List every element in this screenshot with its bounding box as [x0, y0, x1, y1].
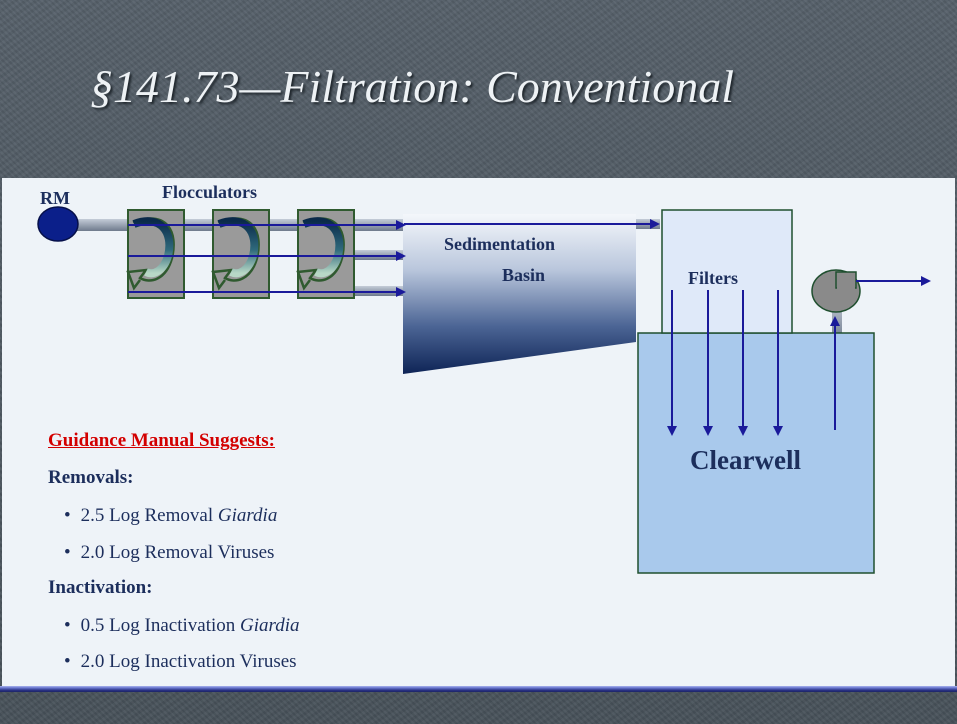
raw-water-source-icon [37, 206, 79, 242]
flocculator-2 [211, 209, 270, 299]
flocculator-3 [296, 209, 355, 299]
basin-label: Basin [502, 265, 546, 285]
removals-heading: Removals: [48, 467, 134, 488]
flocculator-1 [126, 209, 185, 299]
filters-label: Filters [688, 268, 738, 288]
sedimentation-basin [403, 214, 636, 374]
inactivation-heading: Inactivation: [48, 577, 153, 598]
sedimentation-label: Sedimentation [444, 234, 556, 254]
slide-title: §141.73—Filtration: Conventional [90, 61, 734, 112]
bullet-text: 2.0 Log Inactivation Viruses [80, 651, 297, 672]
organism-name: Giardia [217, 505, 278, 526]
bullet-text: 2.0 Log Removal Viruses [80, 542, 275, 563]
guidance-heading: Guidance Manual Suggests: [48, 430, 275, 451]
bullet-text: 2.5 Log Removal [80, 505, 218, 526]
flocculators-label: Flocculators [162, 182, 257, 202]
organism-name: Giardia [240, 615, 300, 636]
flow-arrows [128, 219, 660, 297]
filters-box [661, 209, 793, 334]
bullet-removal-giardia: •2.5 Log Removal Giardia [64, 505, 278, 526]
raw-water-label: RM [40, 188, 70, 208]
bullet-inactivation-giardia: •0.5 Log Inactivation Giardia [64, 615, 300, 636]
pump-icon [811, 269, 861, 313]
bullet-inactivation-viruses: •2.0 Log Inactivation Viruses [64, 651, 297, 672]
bullet-text: 0.5 Log Inactivation [80, 615, 241, 636]
filter-down-arrows [667, 290, 783, 436]
bullet-removal-viruses: •2.0 Log Removal Viruses [64, 542, 275, 563]
footer-stripe [0, 686, 957, 692]
clearwell-label: Clearwell [690, 445, 801, 475]
